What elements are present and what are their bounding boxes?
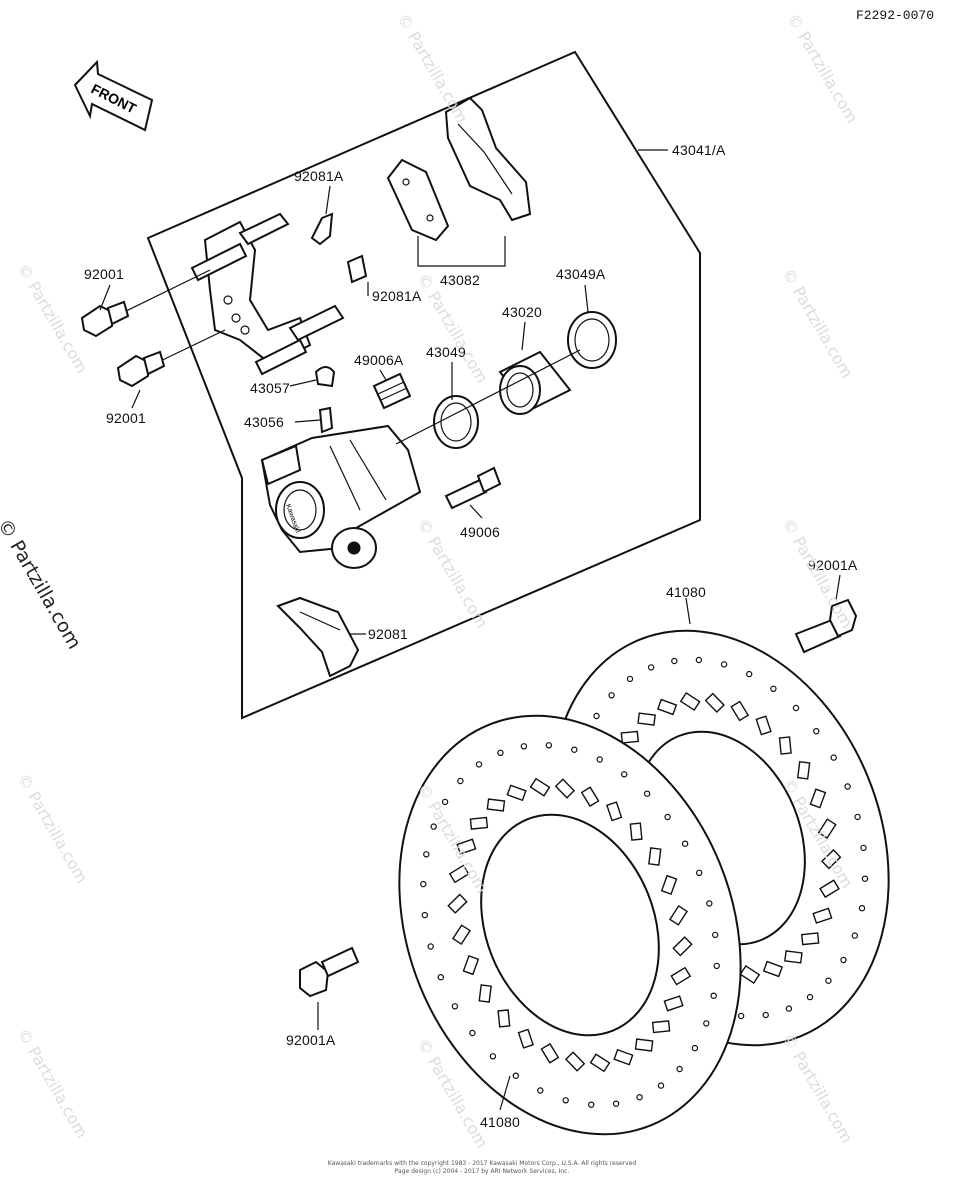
part-label-92001-a[interactable]: 92001 (84, 266, 124, 282)
dust-seal-43049A (567, 311, 617, 369)
part-label-92081[interactable]: 92081 (368, 626, 408, 642)
part-label-43049[interactable]: 43049 (426, 344, 466, 360)
part-label-49006A[interactable]: 49006A (354, 352, 404, 368)
pad-spring-92081A-mid (346, 254, 368, 284)
pad-group-bracket (417, 236, 506, 267)
pad-spring-92081 (276, 596, 360, 678)
piston-axis-line (395, 349, 581, 445)
part-label-92001A-right[interactable]: 92001A (808, 557, 858, 573)
part-label-41080-top[interactable]: 41080 (666, 584, 706, 600)
part-label-92001-b[interactable]: 92001 (106, 410, 146, 426)
brake-disc-41080-front (398, 714, 742, 1136)
caliper-bracket (119, 212, 345, 376)
part-label-43056[interactable]: 43056 (244, 414, 284, 430)
front-arrow-label: FRONT (89, 80, 140, 116)
brake-pad-43082-rear (444, 96, 532, 222)
leader-lines (99, 149, 841, 1111)
bleeder-cap-43057 (314, 366, 336, 388)
bleeder-valve-43056 (318, 406, 334, 434)
boot-49006A (372, 372, 412, 410)
part-label-43082[interactable]: 43082 (440, 272, 480, 288)
bolt-92001-upper (80, 300, 130, 338)
bolt-49006 (444, 466, 502, 510)
part-label-43057[interactable]: 43057 (250, 380, 290, 396)
bolt-92001-lower (116, 350, 166, 388)
part-label-43020[interactable]: 43020 (502, 304, 542, 320)
footer-copyright-1: Kawasaki trademarks with the copyright 1… (327, 1160, 637, 1167)
pad-spring-92081A-top (310, 212, 334, 246)
front-arrow-icon: FRONT (73, 59, 154, 132)
part-label-43049A[interactable]: 43049A (556, 266, 606, 282)
bolt-92001A-right (794, 598, 858, 654)
part-label-92081A-mid[interactable]: 92081A (372, 288, 422, 304)
part-label-43041A[interactable]: 43041/A (672, 142, 726, 158)
piston-43020 (498, 350, 572, 415)
part-label-92001A-left[interactable]: 92001A (286, 1032, 336, 1048)
caliper-body: Kawasaki (260, 424, 422, 569)
part-label-49006[interactable]: 49006 (460, 524, 500, 540)
part-label-41080-bottom[interactable]: 41080 (480, 1114, 520, 1130)
brake-pad-43082-front (386, 158, 450, 242)
bolt-92001A-left (299, 946, 360, 998)
drawing-code: F2292-0070 (855, 8, 934, 23)
caliper-assembly-outline (146, 50, 701, 720)
piston-seal-43049 (433, 395, 479, 449)
part-label-92081A-top[interactable]: 92081A (294, 168, 344, 184)
footer-copyright-2: Page design (c) 2004 - 2017 by ARI Netwo… (394, 1168, 570, 1175)
